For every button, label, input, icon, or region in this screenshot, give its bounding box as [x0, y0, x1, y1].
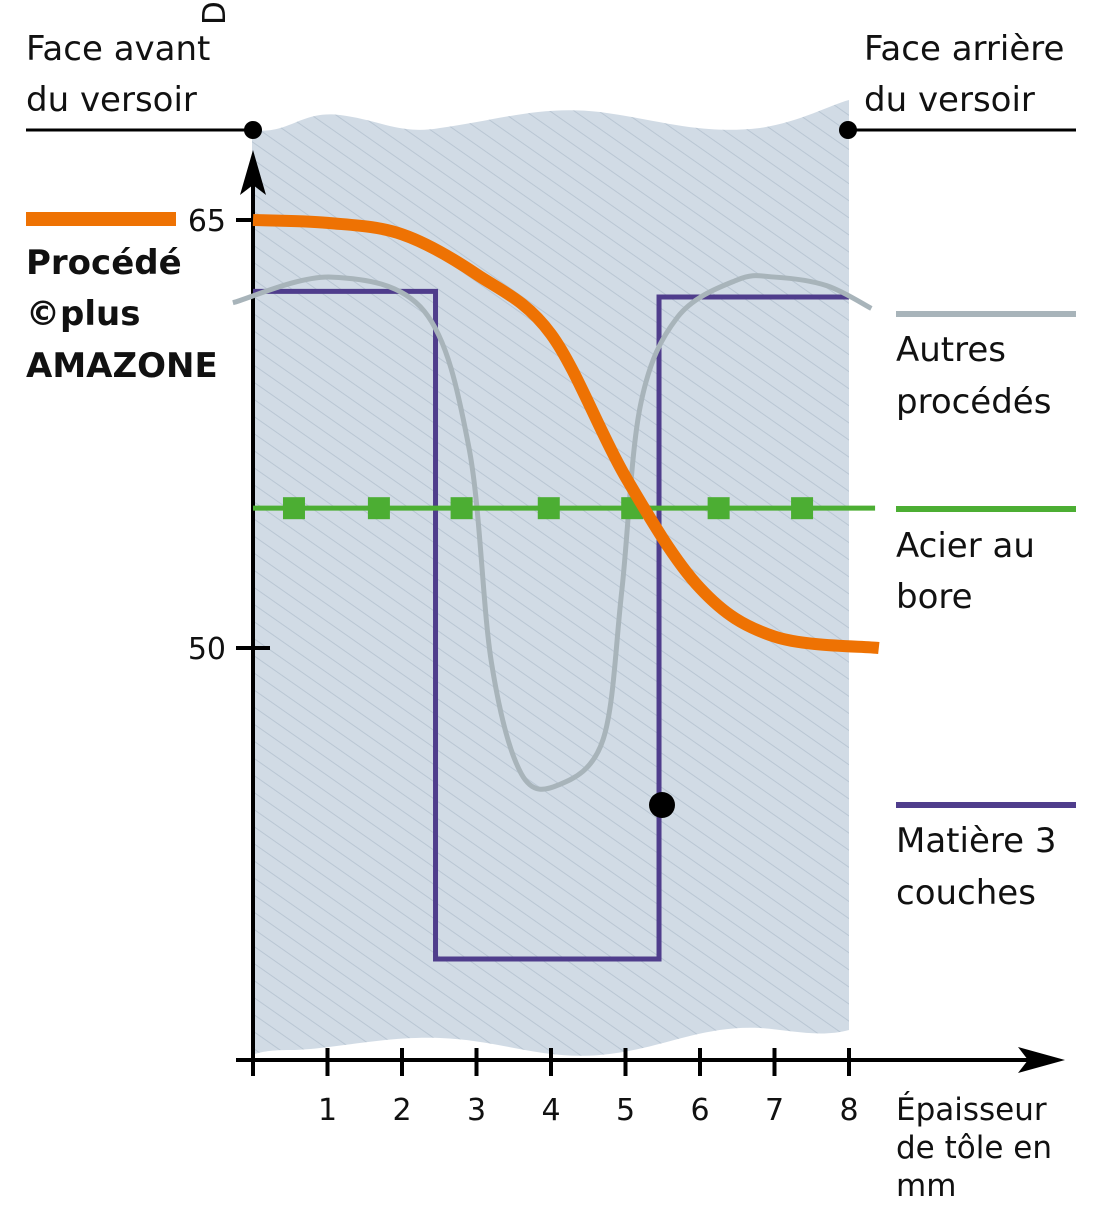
y-tick-label: 65: [188, 204, 226, 239]
y-axis-label: Degré de trempe en HRC: [197, 0, 233, 25]
back-face-label-1: Face arrière: [864, 29, 1064, 69]
x-tick-label: 3: [467, 1093, 486, 1128]
series-autres-procedes: [232, 273, 873, 792]
plate-surface-lines: [26, 121, 1076, 139]
legend-3couches-2: couches: [896, 873, 1036, 913]
x-tick-label: 2: [392, 1093, 411, 1128]
legend-bore-1: Acier au: [896, 526, 1035, 566]
bore-marker: [537, 497, 560, 520]
back-face-dot: [839, 121, 857, 139]
front-face-label-2: du versoir: [26, 80, 197, 120]
x-axis-label-2: de tôle en: [896, 1130, 1052, 1166]
bore-marker: [707, 497, 730, 520]
legend-autres-2: procédés: [896, 382, 1051, 422]
x-tick-label: 1: [318, 1093, 337, 1128]
front-face-label-1: Face avant: [26, 29, 210, 69]
legend-amazone-1: Procédé: [26, 243, 182, 283]
x-axis-label-1: Épaisseur: [896, 1092, 1047, 1128]
bore-marker: [367, 497, 390, 520]
x-tick-label: 8: [839, 1093, 858, 1128]
bore-marker: [282, 497, 305, 520]
plate-cross-section: [252, 100, 849, 1056]
series-procede-plus-amazone: [252, 214, 880, 654]
axes: [236, 150, 1065, 1073]
legend-3couches-1: Matière 3: [896, 821, 1056, 861]
x-tick-label: 4: [541, 1093, 560, 1128]
series-matiere-3-couches: [253, 288, 849, 962]
legend-amazone-2: ©plus: [26, 294, 140, 334]
legend-bore-2: bore: [896, 577, 973, 617]
x-axis-label-3: mm: [896, 1168, 956, 1204]
legend-pointer-dot: [649, 792, 675, 818]
x-tick-label: 6: [690, 1093, 709, 1128]
y-axis-arrow-icon: [240, 150, 266, 195]
y-tick-label: 50: [188, 632, 226, 667]
back-face-label-2: du versoir: [864, 80, 1035, 120]
front-face-dot: [244, 121, 262, 139]
legend-autres-1: Autres: [896, 330, 1006, 370]
bore-marker: [791, 497, 814, 520]
bore-marker: [450, 497, 473, 520]
x-tick-label: 7: [765, 1093, 784, 1128]
legend-amazone-3: AMAZONE: [26, 346, 218, 386]
x-tick-label: 5: [616, 1093, 635, 1128]
x-axis-arrow-icon: [1018, 1047, 1065, 1073]
